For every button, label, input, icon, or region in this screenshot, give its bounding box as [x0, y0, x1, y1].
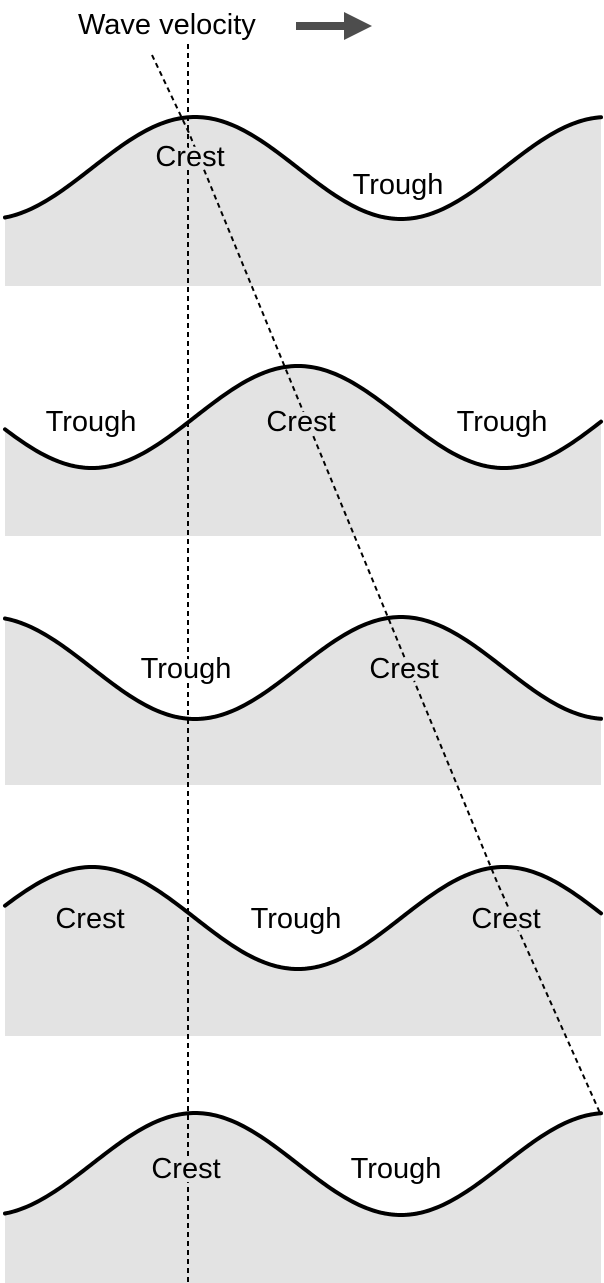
- crest-tracking-line: [151, 54, 601, 1114]
- water-fill: [5, 867, 601, 1036]
- wave-panel-1: [3, 114, 603, 286]
- crest-label: Crest: [266, 406, 335, 438]
- trough-label: Trough: [251, 903, 342, 935]
- wave-line: [3, 364, 603, 470]
- trough-label: Trough: [141, 653, 232, 685]
- arrow-head: [344, 12, 372, 40]
- water-fill: [5, 366, 601, 536]
- wave-line: [3, 865, 603, 971]
- water-fill: [5, 617, 601, 785]
- crest-label: Crest: [155, 141, 224, 173]
- trough-label: Trough: [353, 169, 444, 201]
- crest-label: Crest: [369, 653, 438, 685]
- water-fill: [5, 1113, 601, 1283]
- arrow-shaft: [296, 22, 346, 30]
- wave-line: [3, 614, 603, 722]
- wave-velocity-label: Wave velocity: [78, 9, 256, 41]
- water-fill: [5, 117, 601, 286]
- wave-panel-5: [3, 1110, 603, 1283]
- wave-line: [3, 114, 603, 222]
- trough-label: Trough: [46, 406, 137, 438]
- wave-panels: [3, 114, 603, 1283]
- crest-label: Crest: [471, 903, 540, 935]
- crest-label: Crest: [55, 903, 124, 935]
- wave-panel-4: [3, 865, 603, 1036]
- trough-label: Trough: [457, 406, 548, 438]
- right-arrow-icon: [296, 12, 372, 40]
- wave-panel-3: [3, 614, 603, 785]
- wave-panel-2: [3, 364, 603, 536]
- crest-label: Crest: [151, 1153, 220, 1185]
- wave-line: [3, 1110, 603, 1218]
- trough-label: Trough: [351, 1153, 442, 1185]
